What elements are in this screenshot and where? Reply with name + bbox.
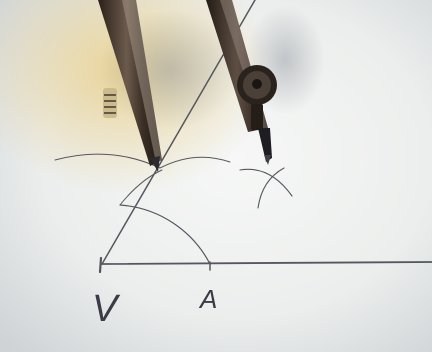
arc-intersection-a (239, 168, 293, 197)
horizontal-ray (101, 261, 432, 265)
arc-from-vertex (119, 204, 211, 265)
compass-left-leg (98, 0, 162, 172)
arc-upper-right (159, 156, 231, 169)
compass-right-leg (206, 0, 277, 165)
arc-crossing-left (119, 169, 163, 206)
arc-intersection-b (257, 167, 285, 209)
vertex-tick (98, 256, 103, 274)
